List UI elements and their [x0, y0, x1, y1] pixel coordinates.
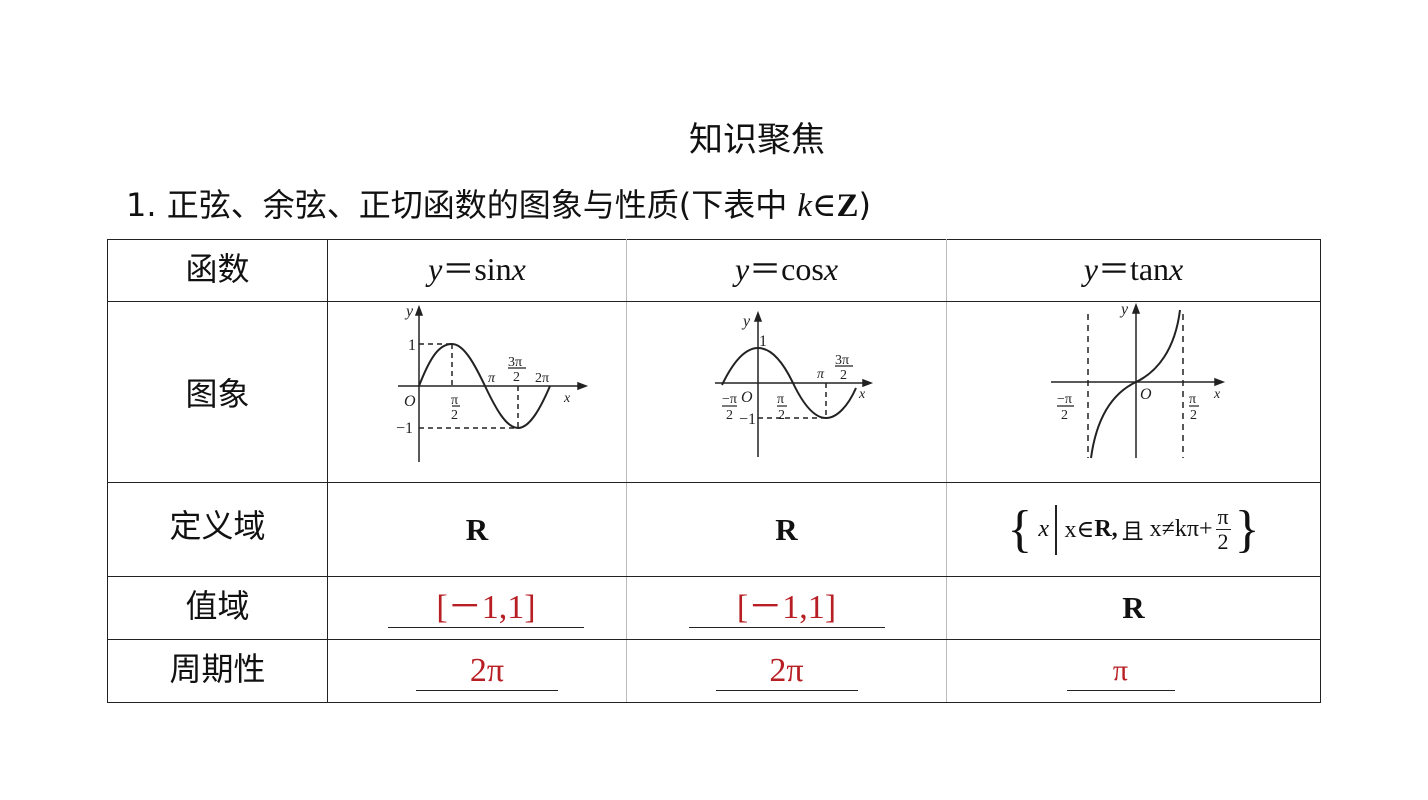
half-pi-num: π — [1189, 392, 1196, 407]
y-axis-arrow — [753, 310, 763, 322]
y-label: y — [1119, 302, 1129, 318]
domain-sin: R — [327, 482, 627, 577]
domain-cos: R — [626, 482, 947, 577]
half-pi-num: π — [451, 393, 458, 408]
range-cos-cell: [－1,1] — [626, 576, 947, 640]
x-axis-arrow — [1214, 377, 1226, 387]
range-tan: R — [946, 576, 1321, 640]
element-of-symbol: ∈ — [812, 188, 837, 224]
x-label: x — [858, 387, 866, 402]
half-pi-den: 2 — [1190, 408, 1197, 423]
x-label: x — [563, 391, 571, 406]
x-axis-arrow — [577, 381, 589, 391]
tick-neg1-label: −1 — [396, 420, 413, 437]
period-cos: 2π — [715, 652, 858, 691]
section-heading: 1. 正弦、余弦、正切函数的图象与性质(下表中 k∈Z) — [126, 180, 871, 226]
row-label-range: 值域 — [107, 576, 328, 640]
table-row-function: 函数 y＝sinx y＝cosx y＝tanx — [107, 239, 1321, 302]
table-row-range: 值域 [－1,1] [－1,1] R — [107, 576, 1321, 640]
function-cos: y＝cosx — [626, 239, 947, 302]
row-label-function: 函数 — [107, 239, 328, 302]
pi-label: π — [817, 367, 825, 382]
graph-tan-cell: y x O −π 2 π 2 — [946, 301, 1321, 483]
half-pi-num: π — [777, 392, 784, 407]
section-heading-text: 1. 正弦、余弦、正切函数的图象与性质(下表中 — [126, 186, 798, 224]
y-axis-arrow — [414, 304, 424, 316]
period-cos-cell: 2π — [626, 639, 947, 703]
period-sin: 2π — [416, 652, 558, 691]
row-label-period: 周期性 — [107, 639, 328, 703]
range-sin-cell: [－1,1] — [327, 576, 627, 640]
neg-half-pi-num: −π — [722, 392, 737, 407]
period-tan-cell: π — [946, 639, 1321, 703]
graph-cos-cell: y x O 1 −1 −π 2 π 2 π 3π 2 — [626, 301, 947, 483]
neg-half-pi-den: 2 — [1061, 408, 1068, 423]
origin-label: O — [1140, 386, 1152, 403]
pi-label: π — [488, 371, 496, 386]
three-half-pi-den: 2 — [840, 368, 847, 383]
neg-half-pi-den: 2 — [726, 408, 733, 423]
tan-graph: y x O −π 2 π 2 — [1051, 301, 1226, 459]
cos-graph: y x O 1 −1 −π 2 π 2 π 3π 2 — [715, 310, 874, 457]
integers-symbol: Z — [836, 188, 859, 224]
set-divider — [1055, 504, 1057, 555]
half-pi-den: 2 — [451, 408, 458, 423]
period-sin-cell: 2π — [327, 639, 627, 703]
trig-properties-table: 函数 y＝sinx y＝cosx y＝tanx 图象 — [107, 239, 1321, 703]
y-axis-arrow — [1131, 302, 1141, 314]
three-half-pi-num: 3π — [835, 353, 849, 368]
x-axis-arrow — [862, 378, 874, 388]
neg-half-pi-num: −π — [1057, 392, 1072, 407]
three-half-pi-den: 2 — [513, 370, 520, 385]
y-label: y — [404, 303, 414, 320]
y-label: y — [741, 313, 751, 330]
row-label-domain: 定义域 — [107, 482, 328, 577]
tick-neg1-label: −1 — [739, 411, 756, 428]
page-title: 知识聚焦 — [689, 120, 825, 160]
half-pi-den: 2 — [778, 408, 785, 423]
row-label-graph: 图象 — [107, 301, 328, 483]
graph-sin-cell: y x O 1 −1 π 2 π 3π 2 2π — [327, 301, 627, 483]
function-sin: y＝sinx — [327, 239, 627, 302]
table-row-graph: 图象 y x O — [107, 301, 1321, 483]
table-row-period: 周期性 2π 2π π — [107, 639, 1321, 703]
origin-label: O — [404, 393, 416, 410]
range-sin: [－1,1] — [388, 589, 584, 628]
origin-label: O — [741, 389, 753, 406]
x-label: x — [1213, 387, 1221, 402]
var-k: k — [797, 188, 813, 224]
function-tan: y＝tanx — [946, 239, 1321, 302]
tan-curve — [1090, 309, 1181, 459]
sin-curve — [418, 342, 551, 430]
sin-graph: y x O 1 −1 π 2 π 3π 2 2π — [396, 303, 589, 462]
tick-1-label: 1 — [408, 337, 416, 354]
tick-1-label: 1 — [759, 333, 767, 350]
two-pi-label: 2π — [535, 371, 549, 386]
closing-paren: ) — [858, 186, 871, 224]
cos-curve — [721, 346, 857, 420]
period-tan: π — [1066, 652, 1175, 691]
range-cos: [－1,1] — [688, 589, 885, 628]
three-half-pi-num: 3π — [508, 355, 522, 370]
